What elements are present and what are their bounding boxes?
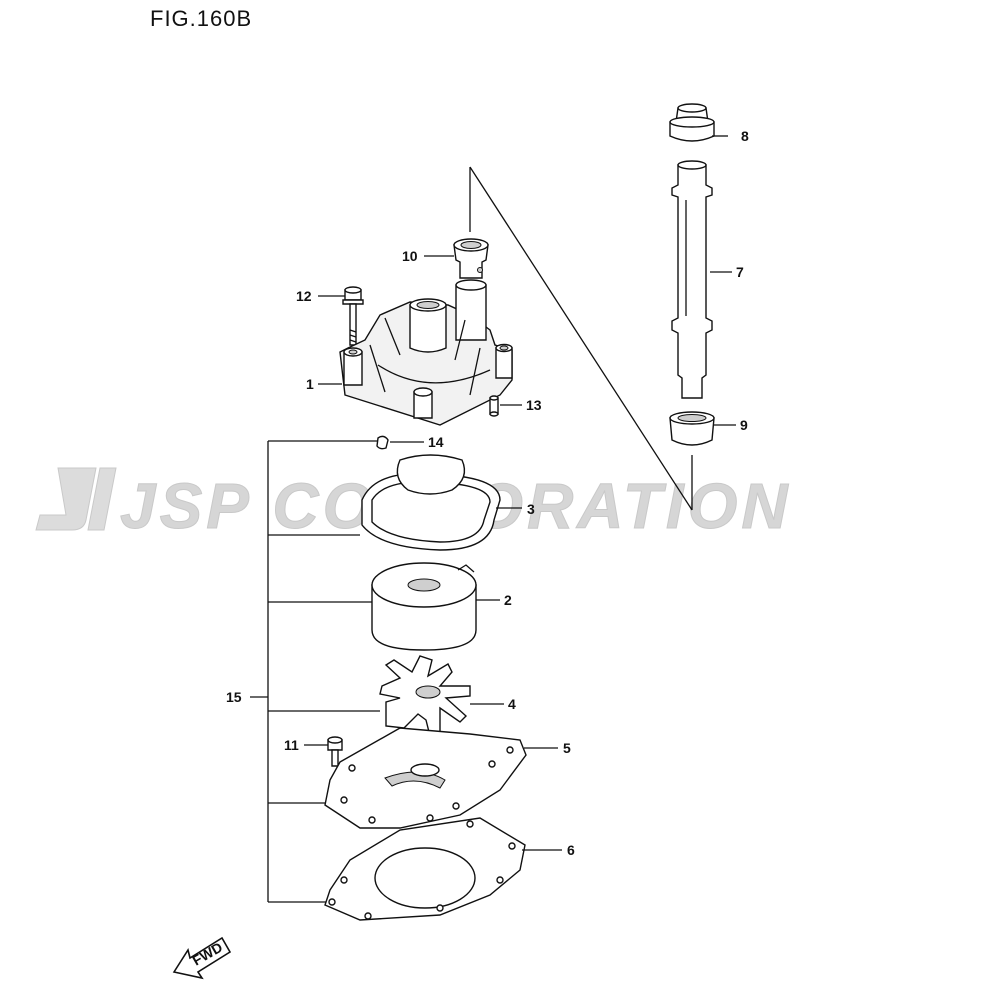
part-13-dowel-pin — [489, 395, 499, 417]
callout-1: 1 — [306, 376, 314, 392]
figure-title: FIG.160B — [150, 6, 253, 31]
part-14-key — [376, 435, 389, 450]
part-10-grommet — [453, 238, 489, 279]
bracket-15 — [250, 440, 380, 903]
callout-10: 10 — [402, 248, 418, 264]
callout-3: 3 — [527, 501, 535, 517]
callout-13: 13 — [526, 397, 542, 413]
part-4-impeller — [379, 655, 471, 746]
part-2-impeller-housing — [371, 562, 477, 651]
callout-14: 14 — [428, 434, 444, 450]
callout-6: 6 — [567, 842, 575, 858]
part-7-water-tube — [671, 160, 713, 399]
callout-labels: 8 7 9 10 12 1 13 14 3 2 15 4 11 5 6 — [226, 128, 749, 858]
part-11-bolt — [327, 736, 343, 767]
part-9-seal — [669, 411, 715, 446]
part-12-bolt — [342, 286, 364, 346]
callout-5: 5 — [563, 740, 571, 756]
part-6-gasket — [324, 817, 526, 921]
part-3-seal-ring — [361, 454, 501, 551]
callout-15: 15 — [226, 689, 242, 705]
callout-12: 12 — [296, 288, 312, 304]
callout-4: 4 — [508, 696, 516, 712]
callout-8: 8 — [741, 128, 749, 144]
leader-lines — [304, 135, 736, 851]
reference-lines — [469, 166, 693, 511]
part-8-grommet — [669, 103, 715, 142]
fwd-arrow-icon: FWD — [172, 936, 232, 980]
part-1-pump-case — [339, 279, 513, 426]
callout-2: 2 — [504, 592, 512, 608]
watermark-logo-icon — [35, 467, 117, 531]
callout-9: 9 — [740, 417, 748, 433]
callout-11: 11 — [284, 737, 299, 753]
callout-7: 7 — [736, 264, 744, 280]
part-5-plate — [324, 727, 527, 829]
